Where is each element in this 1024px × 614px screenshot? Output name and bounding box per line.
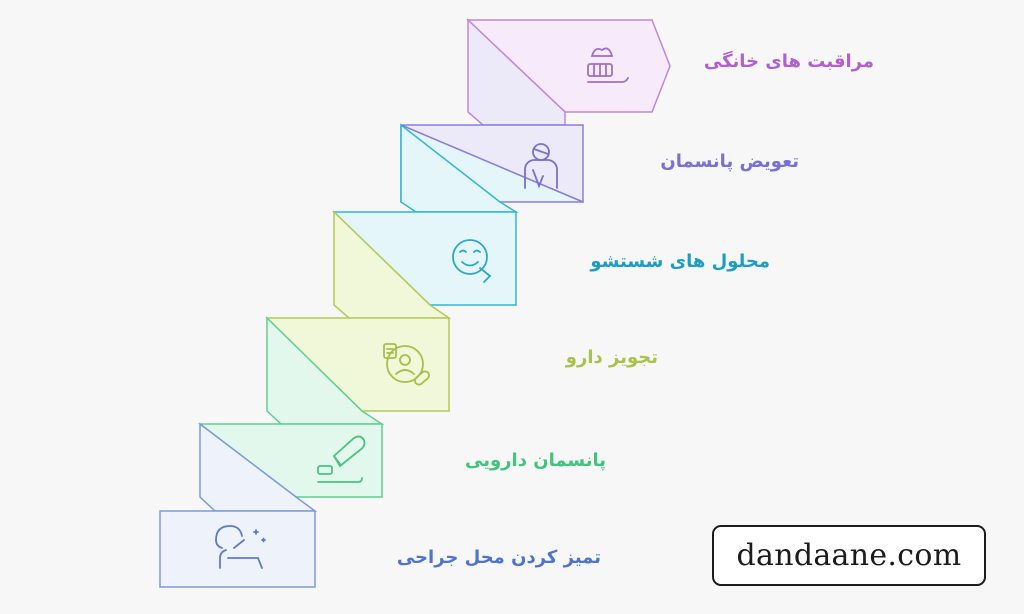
step-label-dressing-change: تعویض پانسمان	[660, 151, 799, 172]
step-2	[400, 123, 584, 213]
step-label-medication: تجویز دارو	[565, 347, 658, 368]
step-4	[265, 316, 450, 425]
step-3	[332, 210, 517, 319]
step-1	[466, 18, 671, 126]
step-label-home-care: مراقبت های خانگی	[703, 51, 874, 72]
bandaged-person-icon	[524, 143, 558, 189]
watermark-text: dandaane.com	[736, 538, 962, 573]
prescription-pill-icon	[383, 343, 430, 386]
step-6-front	[159, 510, 316, 588]
dentist-patient-icon	[215, 525, 266, 569]
step-6	[159, 510, 316, 588]
smiling-face-icon	[452, 239, 492, 283]
watermark-badge: dandaane.com	[712, 525, 986, 586]
step-label-clean-surgical-site: تمیز کردن محل جراحی	[396, 547, 601, 568]
toothpaste-tube-icon	[317, 435, 366, 483]
step-label-rinse-solutions: محلول های شستشو	[590, 251, 770, 272]
step-label-medicated-dressing: پانسمان دارویی	[465, 450, 606, 471]
toothbrush-icon	[587, 47, 629, 83]
step-5	[197, 422, 383, 512]
